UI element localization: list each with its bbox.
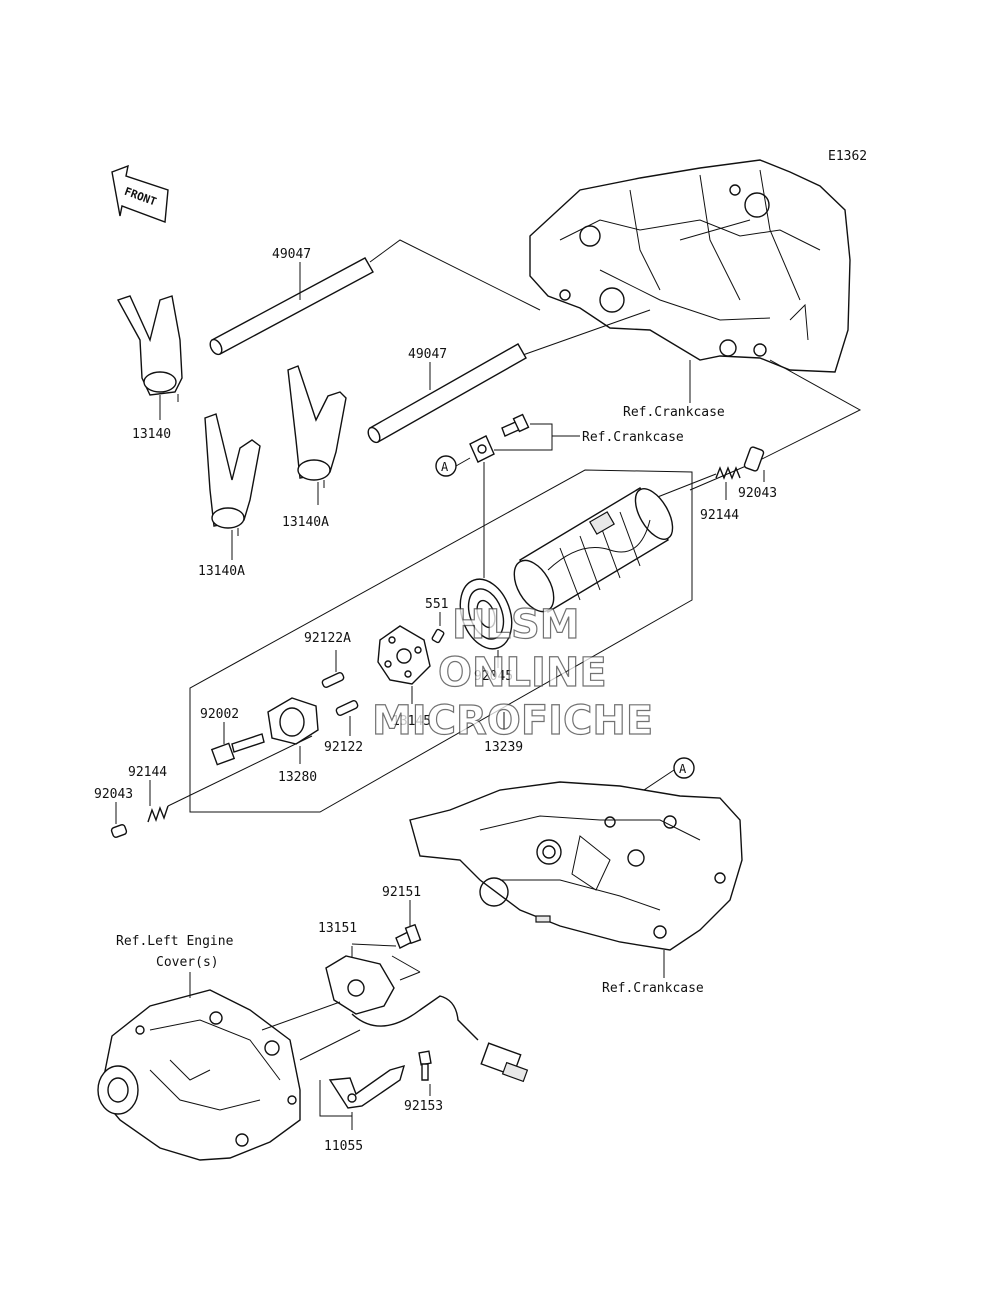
bolt-92153 <box>418 1050 432 1081</box>
part-label-spring-right: 92144 <box>700 508 739 523</box>
svg-text:HLSM: HLSM <box>452 602 580 648</box>
part-label-clamp: 11055 <box>324 1139 363 1154</box>
part-label-bolt-92153: 92153 <box>404 1099 443 1114</box>
bolt-upper <box>501 413 530 437</box>
left-engine-cover <box>97 989 301 1161</box>
callout-a-lower <box>673 757 695 779</box>
svg-text:ONLINE: ONLINE <box>438 650 607 696</box>
part-label-pin-right: 92043 <box>738 486 777 501</box>
ref-crankcase-bolt: Ref.Crankcase <box>582 430 684 445</box>
callout-a-upper-label: A <box>441 460 449 474</box>
part-label-fork-right: 13140A <box>282 515 329 530</box>
neutral-sensor <box>325 955 529 1083</box>
shift-drum <box>513 487 674 613</box>
part-label-pin-92122: 92122 <box>324 740 363 755</box>
pin-92122a <box>321 672 345 688</box>
part-label-drum: 13239 <box>484 740 523 755</box>
part-label-fork-center: 13140A <box>198 564 245 579</box>
drum-holder <box>377 625 431 685</box>
part-label-shaft-upper: 49047 <box>272 247 311 262</box>
watermark: HLSM ONLINE MICROFICHE <box>371 601 653 744</box>
spring-left <box>147 805 169 823</box>
part-label-spring-left: 92144 <box>128 765 167 780</box>
svg-text:MICROFICHE: MICROFICHE <box>372 698 653 744</box>
callout-a-lower-label: A <box>679 762 687 776</box>
ref-left-engine-cover-line1: Ref.Left Engine <box>116 934 234 949</box>
bearing <box>459 578 513 650</box>
shift-cam <box>267 697 319 745</box>
ref-left-engine-cover-line2: Cover(s) <box>156 955 219 970</box>
crankcase-lower <box>409 781 743 951</box>
clamp <box>328 1064 406 1109</box>
crankcase-upper <box>529 159 851 373</box>
pin-right <box>743 446 765 472</box>
shaft-lower <box>367 343 527 444</box>
part-label-sensor: 13151 <box>318 921 357 936</box>
part-label-pin-92122a: 92122A <box>304 631 351 646</box>
pin-551 <box>431 628 445 644</box>
shift-fork-right <box>287 365 347 488</box>
part-label-fork-left: 13140 <box>132 427 171 442</box>
front-arrow-icon: FRONT <box>111 164 169 223</box>
shift-fork-left <box>116 295 183 402</box>
shaft-upper <box>209 257 374 356</box>
bolt-92002 <box>210 733 265 766</box>
spring-right <box>715 466 741 480</box>
ref-crankcase-upper: Ref.Crankcase <box>623 405 725 420</box>
part-label-drum-holder: 13145 <box>392 714 431 729</box>
part-label-pin-551: 551 <box>425 597 448 612</box>
shift-fork-center <box>204 413 261 536</box>
bolt-92151 <box>395 923 422 949</box>
pin-92122 <box>335 700 359 716</box>
part-label-pin-left: 92043 <box>94 787 133 802</box>
diagram-code: E1362 <box>828 149 867 164</box>
part-label-bolt-92002: 92002 <box>200 707 239 722</box>
part-label-shaft-lower: 49047 <box>408 347 447 362</box>
part-label-bearing: 92045 <box>474 669 513 684</box>
part-label-cam: 13280 <box>278 770 317 785</box>
part-label-bolt-92151: 92151 <box>382 885 421 900</box>
ref-crankcase-lower: Ref.Crankcase <box>602 981 704 996</box>
washer-plate <box>469 435 495 463</box>
pin-left <box>110 824 128 838</box>
